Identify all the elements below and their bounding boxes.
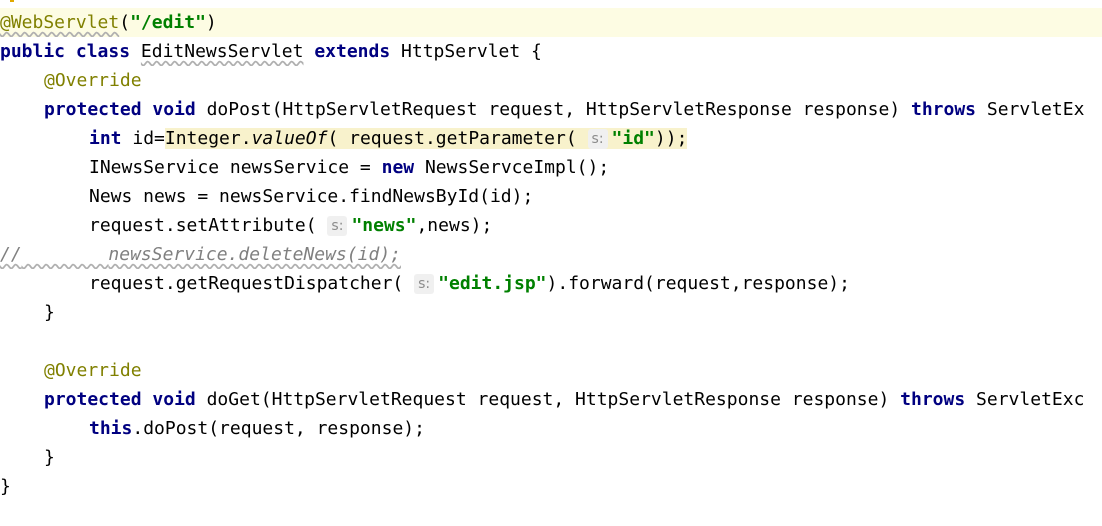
code-text: doPost(HttpServletRequest request, HttpS… bbox=[206, 99, 901, 120]
string-literal: "news" bbox=[351, 215, 417, 236]
code-text: News news = newsService.findNewsById(id)… bbox=[89, 186, 534, 207]
code-text: ,news); bbox=[416, 215, 493, 236]
code-line-4[interactable]: protected void doPost(HttpServletRequest… bbox=[0, 95, 1102, 124]
closing-brace: } bbox=[0, 476, 11, 497]
code-line-7[interactable]: News news = newsService.findNewsById(id)… bbox=[0, 182, 1102, 211]
code-line-10[interactable]: request.getRequestDispatcher( s:"edit.js… bbox=[0, 269, 1102, 298]
code-text: INewsService newsService = bbox=[89, 157, 382, 178]
parameter-hint: s: bbox=[587, 129, 608, 149]
code-text: request.getRequestDispatcher( bbox=[89, 273, 404, 294]
keyword: public bbox=[0, 41, 66, 62]
code-line-9[interactable]: // newsService.deleteNews(id); bbox=[0, 240, 1102, 269]
code-line-15[interactable]: this.doPost(request, response); bbox=[0, 414, 1102, 443]
highlighted-expression: Integer.valueOf( request.getParameter( s… bbox=[164, 128, 688, 149]
closing-brace: } bbox=[44, 447, 55, 468]
comment-slashes: // bbox=[0, 244, 22, 265]
class-name: EditNewsServlet bbox=[140, 41, 304, 62]
keyword: int bbox=[89, 128, 122, 149]
code-text: )); bbox=[654, 128, 688, 149]
code-line-17[interactable]: } bbox=[0, 472, 1102, 501]
code-text: HttpServlet { bbox=[401, 41, 542, 62]
comment-text: newsService.deleteNews(id); bbox=[108, 244, 401, 265]
annotation-override: @Override bbox=[44, 360, 142, 381]
keyword: protected bbox=[44, 99, 142, 120]
code-line-8[interactable]: request.setAttribute( s:"news",news); bbox=[0, 211, 1102, 240]
code-text: id= bbox=[132, 128, 165, 149]
code-text: Integer. bbox=[164, 128, 252, 149]
code-line-14[interactable]: protected void doGet(HttpServletRequest … bbox=[0, 385, 1102, 414]
parameter-hint: s: bbox=[414, 274, 435, 294]
keyword: void bbox=[152, 389, 196, 410]
code-text: ( request.getParameter( bbox=[327, 128, 577, 149]
string-literal: "/edit" bbox=[130, 12, 206, 33]
annotation-override: @Override bbox=[44, 70, 142, 91]
lightbulb-icon[interactable] bbox=[7, 0, 17, 2]
code-text: NewsServceImpl(); bbox=[424, 157, 610, 178]
paren-close: ) bbox=[205, 12, 217, 33]
code-line-11[interactable]: } bbox=[0, 298, 1102, 327]
keyword: throws bbox=[911, 99, 977, 120]
code-line-5[interactable]: int id=Integer.valueOf( request.getParam… bbox=[0, 124, 1102, 153]
annotation-webservlet: @WebServlet bbox=[0, 12, 120, 33]
keyword: class bbox=[75, 41, 131, 62]
string-literal: "id" bbox=[611, 128, 655, 149]
code-text: ).forward(request,response); bbox=[546, 273, 850, 294]
code-text: doGet(HttpServletRequest request, HttpSe… bbox=[206, 389, 890, 410]
keyword: void bbox=[152, 99, 196, 120]
code-line-2[interactable]: public class EditNewsServlet extends Htt… bbox=[0, 37, 1102, 66]
code-text: ServletEx bbox=[986, 99, 1085, 120]
code-text: request.setAttribute( bbox=[89, 215, 317, 236]
code-line-3[interactable]: @Override bbox=[0, 66, 1102, 95]
static-method: valueOf bbox=[251, 128, 328, 149]
string-literal: "edit.jsp" bbox=[438, 273, 547, 294]
keyword: protected bbox=[44, 389, 142, 410]
code-text: ServletExc bbox=[976, 389, 1085, 410]
parameter-hint: s: bbox=[327, 216, 348, 236]
code-line-6[interactable]: INewsService newsService = new NewsServc… bbox=[0, 153, 1102, 182]
keyword: new bbox=[381, 157, 415, 178]
code-line-12[interactable] bbox=[0, 327, 1102, 356]
keyword: extends bbox=[314, 41, 391, 62]
closing-brace: } bbox=[44, 302, 55, 323]
paren-open: ( bbox=[119, 12, 131, 33]
code-text: .doPost(request, response); bbox=[132, 418, 425, 439]
code-line-16[interactable]: } bbox=[0, 443, 1102, 472]
code-line-13[interactable]: @Override bbox=[0, 356, 1102, 385]
keyword: this bbox=[89, 418, 133, 439]
keyword: throws bbox=[900, 389, 966, 410]
code-line-1[interactable]: @WebServlet("/edit") bbox=[0, 8, 1102, 37]
